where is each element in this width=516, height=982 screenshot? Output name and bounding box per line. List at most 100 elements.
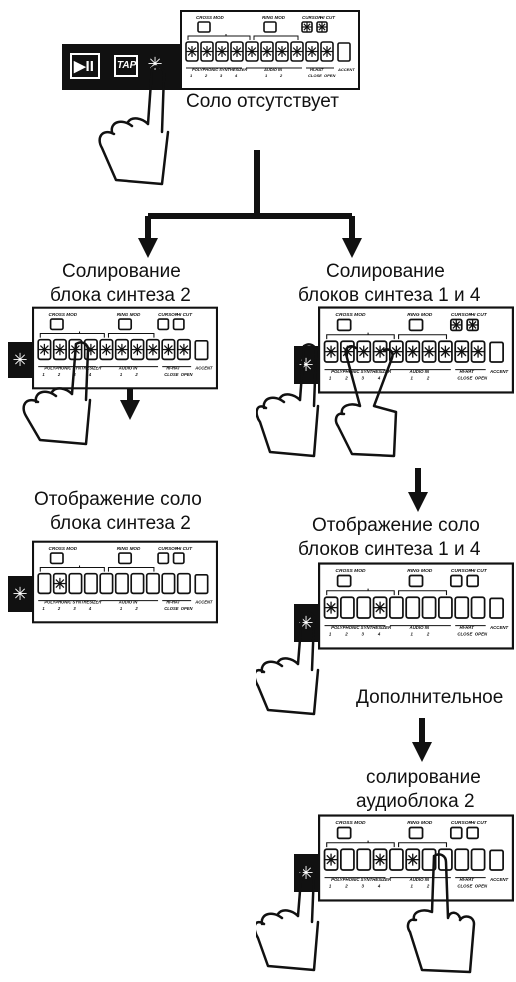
pad-7[interactable] bbox=[421, 596, 437, 619]
cross-mod-button[interactable] bbox=[336, 826, 352, 840]
cursor-label: CURSOR bbox=[451, 568, 473, 574]
ring-mod-label: RING MOD bbox=[262, 15, 286, 20]
group-number: 2 bbox=[426, 631, 430, 636]
hand-icon bbox=[406, 853, 476, 974]
pad-3[interactable] bbox=[68, 572, 83, 595]
cross-mod-button[interactable] bbox=[49, 552, 64, 565]
group-number: 1 bbox=[329, 631, 332, 636]
caption-display-blocks14-l1: Отображение соло bbox=[312, 515, 480, 536]
close-label: CLOSE bbox=[457, 631, 472, 636]
pad-5[interactable] bbox=[388, 596, 404, 619]
cross-mod-label: CROSS MOD bbox=[49, 546, 78, 551]
pad-9[interactable] bbox=[454, 848, 470, 871]
cursor-button[interactable] bbox=[157, 552, 170, 565]
pad-9[interactable] bbox=[454, 596, 470, 619]
cross-mod-label: CROSS MOD bbox=[335, 820, 366, 826]
pad-10[interactable] bbox=[176, 572, 191, 595]
group-number: 1 bbox=[411, 883, 414, 888]
group-number: 4 bbox=[377, 375, 381, 380]
pad-8[interactable] bbox=[437, 596, 453, 619]
close-label: CLOSE bbox=[457, 883, 472, 888]
accent-pad[interactable] bbox=[194, 339, 209, 361]
pad-2[interactable] bbox=[339, 596, 355, 619]
ring-mod-button[interactable] bbox=[408, 318, 424, 332]
pad-1[interactable] bbox=[37, 572, 52, 595]
accent-pad[interactable] bbox=[489, 849, 504, 871]
group-number: 1 bbox=[120, 372, 123, 377]
cursor-button[interactable] bbox=[449, 826, 463, 840]
accent-label: ACCENT bbox=[194, 600, 213, 605]
group-number: 1 bbox=[42, 606, 45, 611]
group-number: 3 bbox=[220, 73, 223, 78]
caption-solo-blocks14-l1: Солирование bbox=[326, 261, 445, 282]
bracket-lines bbox=[187, 34, 299, 40]
accent-pad[interactable] bbox=[337, 42, 351, 62]
pad-10[interactable] bbox=[470, 596, 486, 619]
cross-mod-button[interactable] bbox=[336, 574, 352, 588]
cross-mod-label: CROSS MOD bbox=[335, 312, 366, 318]
play-pause-button[interactable]: ▶II bbox=[70, 53, 100, 79]
cross-mod-button[interactable] bbox=[49, 318, 64, 331]
bracket-lines bbox=[326, 332, 448, 340]
pad-8[interactable] bbox=[145, 572, 160, 595]
group-number: 2 bbox=[57, 606, 61, 611]
cross-mod-button[interactable] bbox=[197, 21, 211, 33]
ring-mod-label: RING MOD bbox=[407, 312, 432, 318]
cursor-label: CURSOR bbox=[158, 312, 179, 317]
ring-mod-button[interactable] bbox=[117, 318, 133, 331]
accent-pad[interactable] bbox=[489, 597, 504, 619]
group-number: 1 bbox=[120, 606, 123, 611]
caption-display-block2-l1: Отображение соло bbox=[34, 489, 202, 510]
ring-mod-button[interactable] bbox=[408, 826, 424, 840]
cross-mod-button[interactable] bbox=[336, 318, 352, 332]
pad-7[interactable] bbox=[421, 848, 437, 871]
hi-cut-button[interactable] bbox=[466, 574, 479, 588]
pad-10[interactable] bbox=[470, 848, 486, 871]
synth-group-label: POLYPHONIC SYNTHESIZER bbox=[331, 625, 392, 630]
ring-mod-button[interactable] bbox=[408, 574, 424, 588]
pad-4[interactable] bbox=[83, 572, 98, 595]
caption-audio-l1: солирование bbox=[366, 767, 481, 788]
hi-cut-button[interactable] bbox=[172, 552, 185, 565]
hi-cut-label: HI CUT bbox=[177, 312, 194, 317]
pad-9[interactable] bbox=[161, 572, 176, 595]
pad-5[interactable] bbox=[388, 848, 404, 871]
group-number: 4 bbox=[234, 73, 238, 78]
cursor-button[interactable] bbox=[157, 318, 170, 331]
hi-cut-button[interactable] bbox=[466, 826, 479, 840]
hi-cut-button[interactable] bbox=[172, 318, 185, 331]
pad-6[interactable] bbox=[114, 572, 129, 595]
group-number: 1 bbox=[42, 372, 45, 377]
group-number: 3 bbox=[362, 631, 365, 636]
group-number: 1 bbox=[329, 883, 332, 888]
accent-pad[interactable] bbox=[194, 573, 209, 595]
solo-lit-icon: ✳ bbox=[12, 584, 28, 604]
ring-mod-label: RING MOD bbox=[407, 820, 432, 826]
tap-button[interactable]: TAP bbox=[114, 55, 138, 77]
solo-lit-icon: ✳ bbox=[12, 350, 28, 370]
synth-group-label: POLYPHONIC SYNTHESIZER bbox=[331, 877, 392, 882]
close-label: CLOSE bbox=[457, 375, 472, 380]
close-label: CLOSE bbox=[164, 606, 178, 611]
cursor-label: CURSOR bbox=[451, 312, 473, 318]
ring-mod-button[interactable] bbox=[263, 21, 277, 33]
synth-group-label: POLYPHONIC SYNTHESIZER bbox=[331, 369, 392, 374]
accent-pad[interactable] bbox=[489, 341, 504, 363]
pad-6[interactable] bbox=[405, 596, 421, 619]
open-label: OPEN bbox=[324, 73, 335, 78]
pad-2[interactable] bbox=[339, 848, 355, 871]
pad-5[interactable] bbox=[99, 572, 114, 595]
bracket-lines bbox=[39, 565, 155, 572]
hi-hat-label: HI-HAT bbox=[460, 877, 475, 882]
hi-cut-label: HI CUT bbox=[470, 312, 487, 318]
cross-mod-label: CROSS MOD bbox=[335, 568, 366, 574]
pad-7[interactable] bbox=[130, 572, 145, 595]
ring-mod-button[interactable] bbox=[117, 552, 133, 565]
accent-label: ACCENT bbox=[489, 877, 508, 882]
cursor-button[interactable] bbox=[449, 574, 463, 588]
pad-3[interactable] bbox=[356, 848, 372, 871]
pad-3[interactable] bbox=[356, 596, 372, 619]
group-number: 4 bbox=[88, 372, 92, 377]
